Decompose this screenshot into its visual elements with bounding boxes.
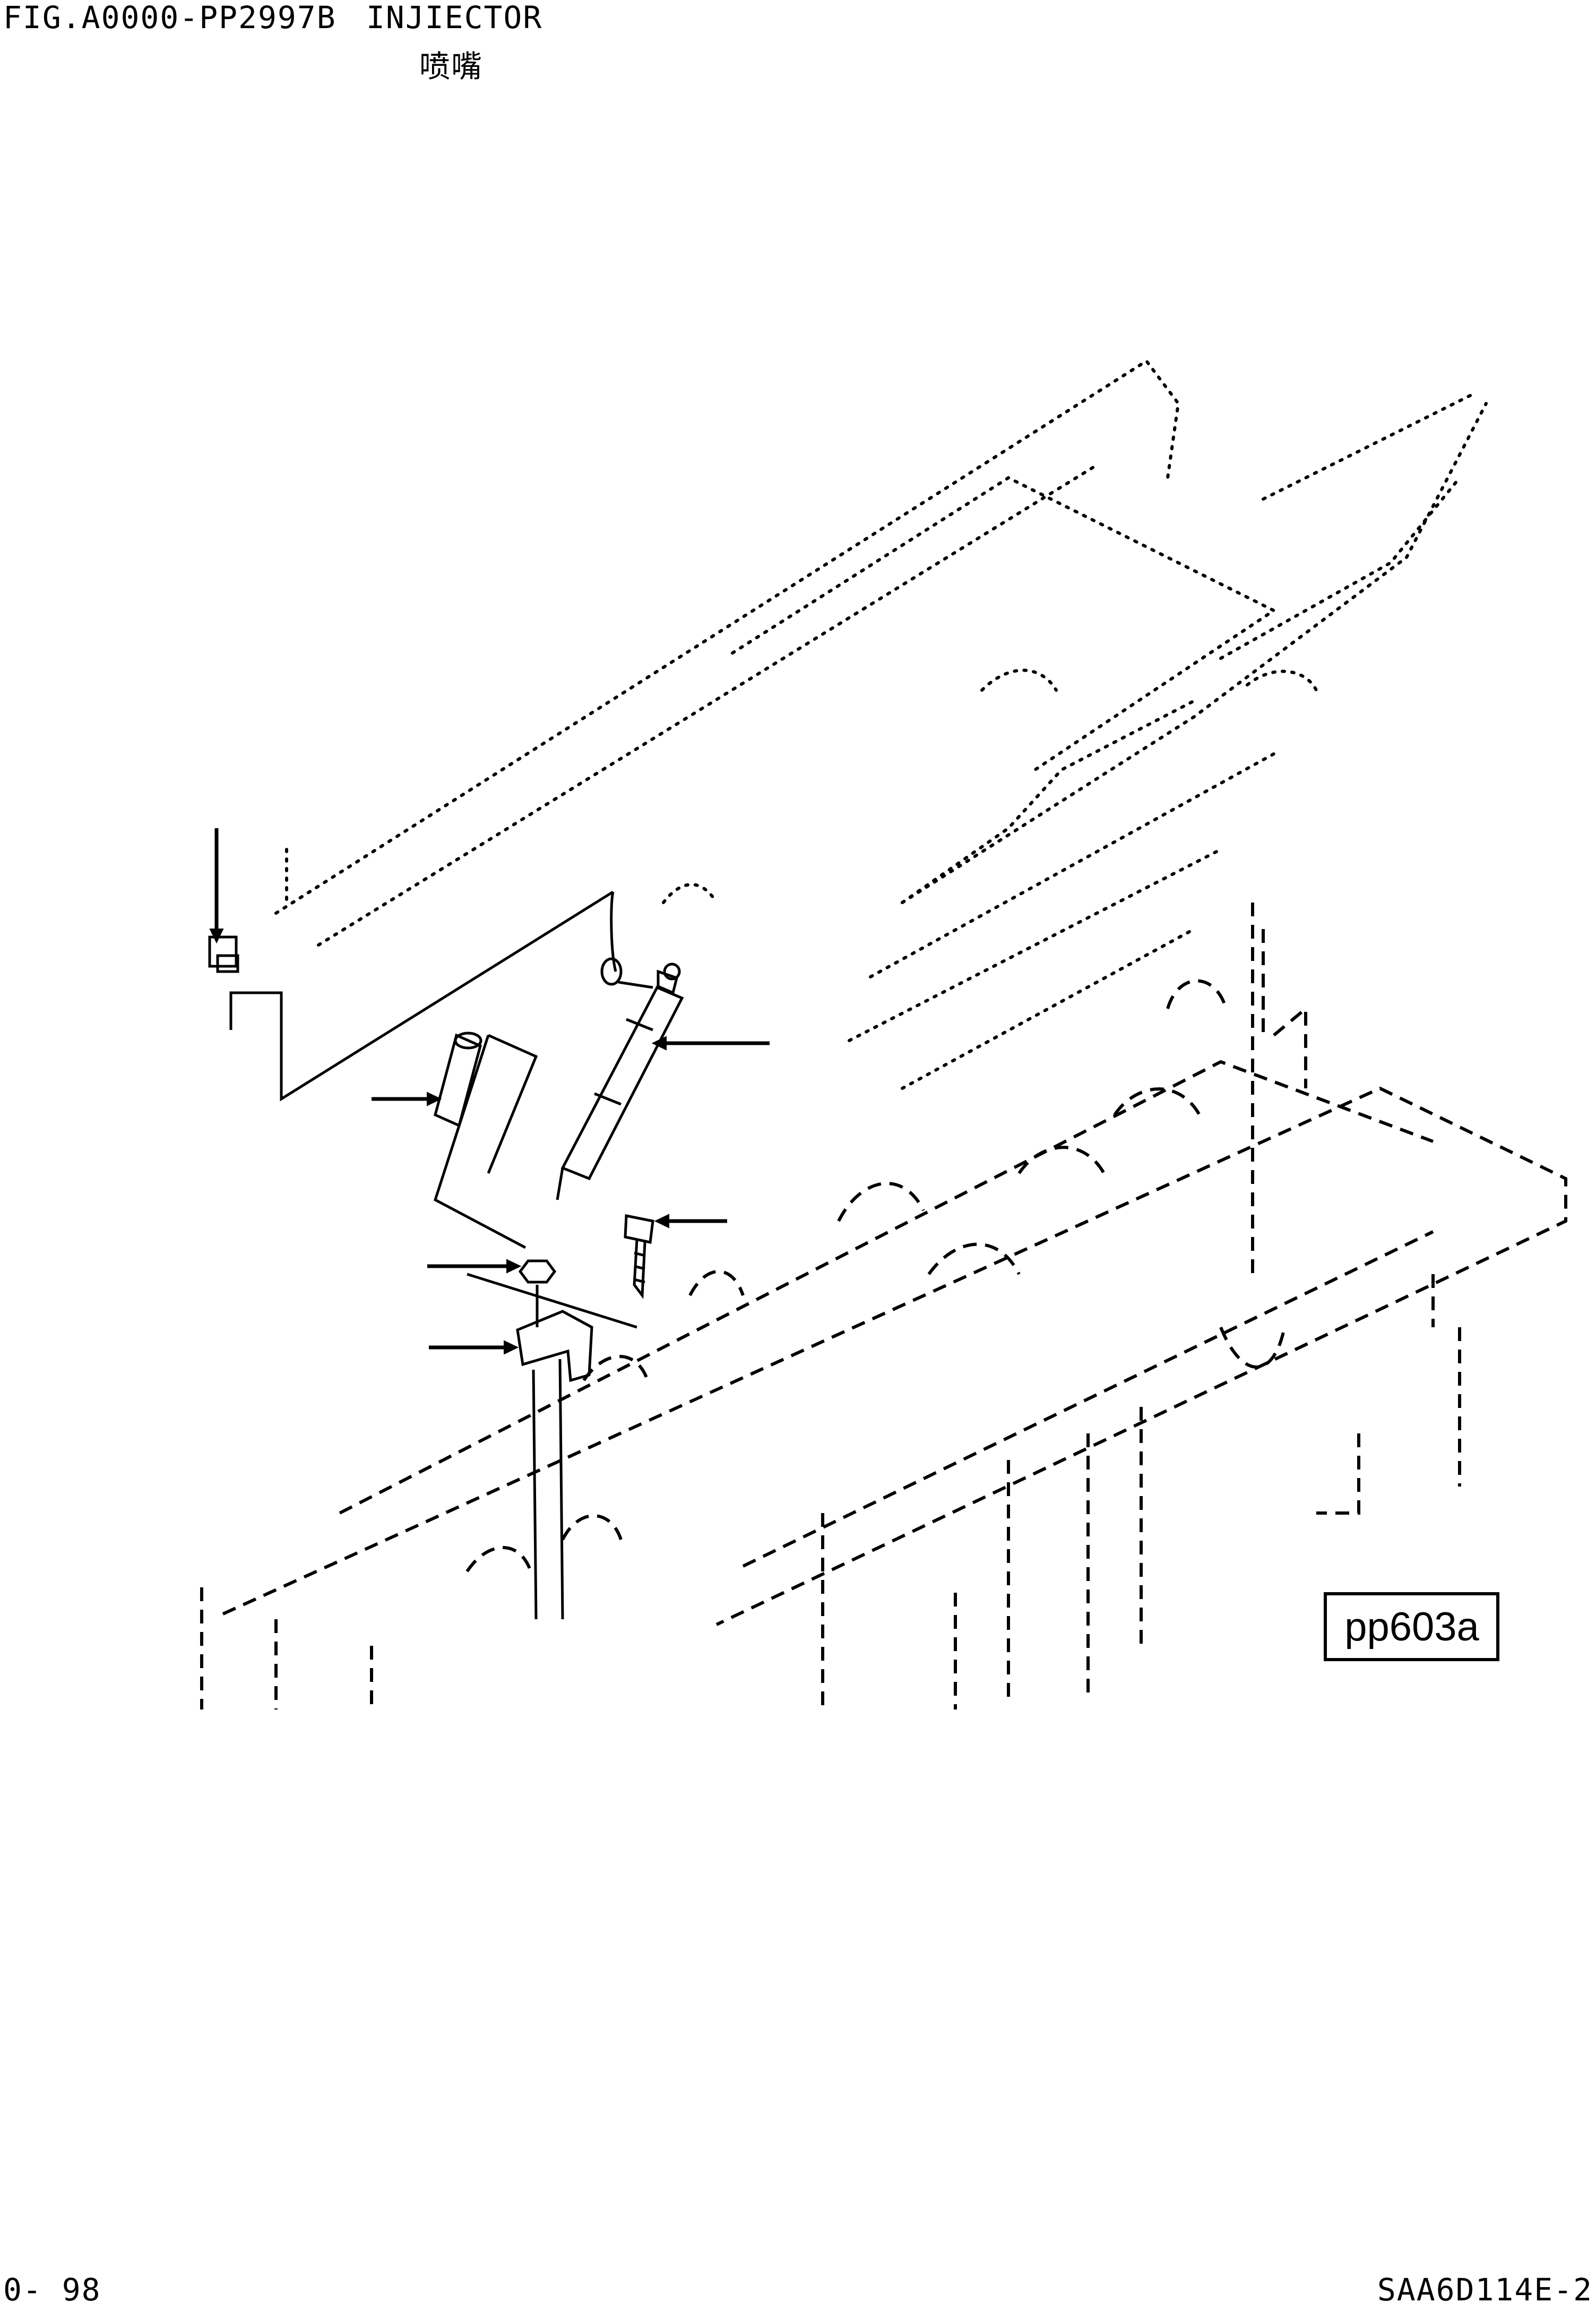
reference-box: pp603a [1324, 1592, 1499, 1661]
figure-code: FIG.A0000-PP2997B [3, 0, 337, 36]
rocker-cover-dotted [274, 358, 1488, 1090]
figure-subtitle: 喷嘴 [419, 48, 484, 84]
callout-arrows [209, 828, 770, 1355]
callout-arrowhead-nut [506, 1259, 522, 1274]
holder-part [467, 1273, 637, 1620]
callout-arrowhead-nozzle [651, 1036, 667, 1051]
fuel-line-outline [229, 890, 614, 1249]
page-number: 0- 98 [3, 2272, 101, 2308]
cylinder-head-dashed [200, 903, 1567, 1709]
callout-arrowhead-sleeve [427, 1092, 442, 1106]
callout-arrowhead-holder [504, 1340, 519, 1355]
callout-arrowhead-connector [209, 929, 224, 944]
model-code: SAA6D114E-2 [1377, 2272, 1593, 2308]
injector-nozzle-part [556, 963, 684, 1200]
leak-off-pipe-part [600, 891, 653, 989]
nut-part [518, 1259, 557, 1327]
connector-part [208, 935, 239, 973]
reference-label: pp603a [1344, 1604, 1479, 1650]
bolt-part [624, 1214, 654, 1300]
sleeve-part [434, 1032, 482, 1128]
callout-arrowhead-bolt [654, 1214, 669, 1228]
figure-title: INJIECTOR [366, 0, 543, 36]
